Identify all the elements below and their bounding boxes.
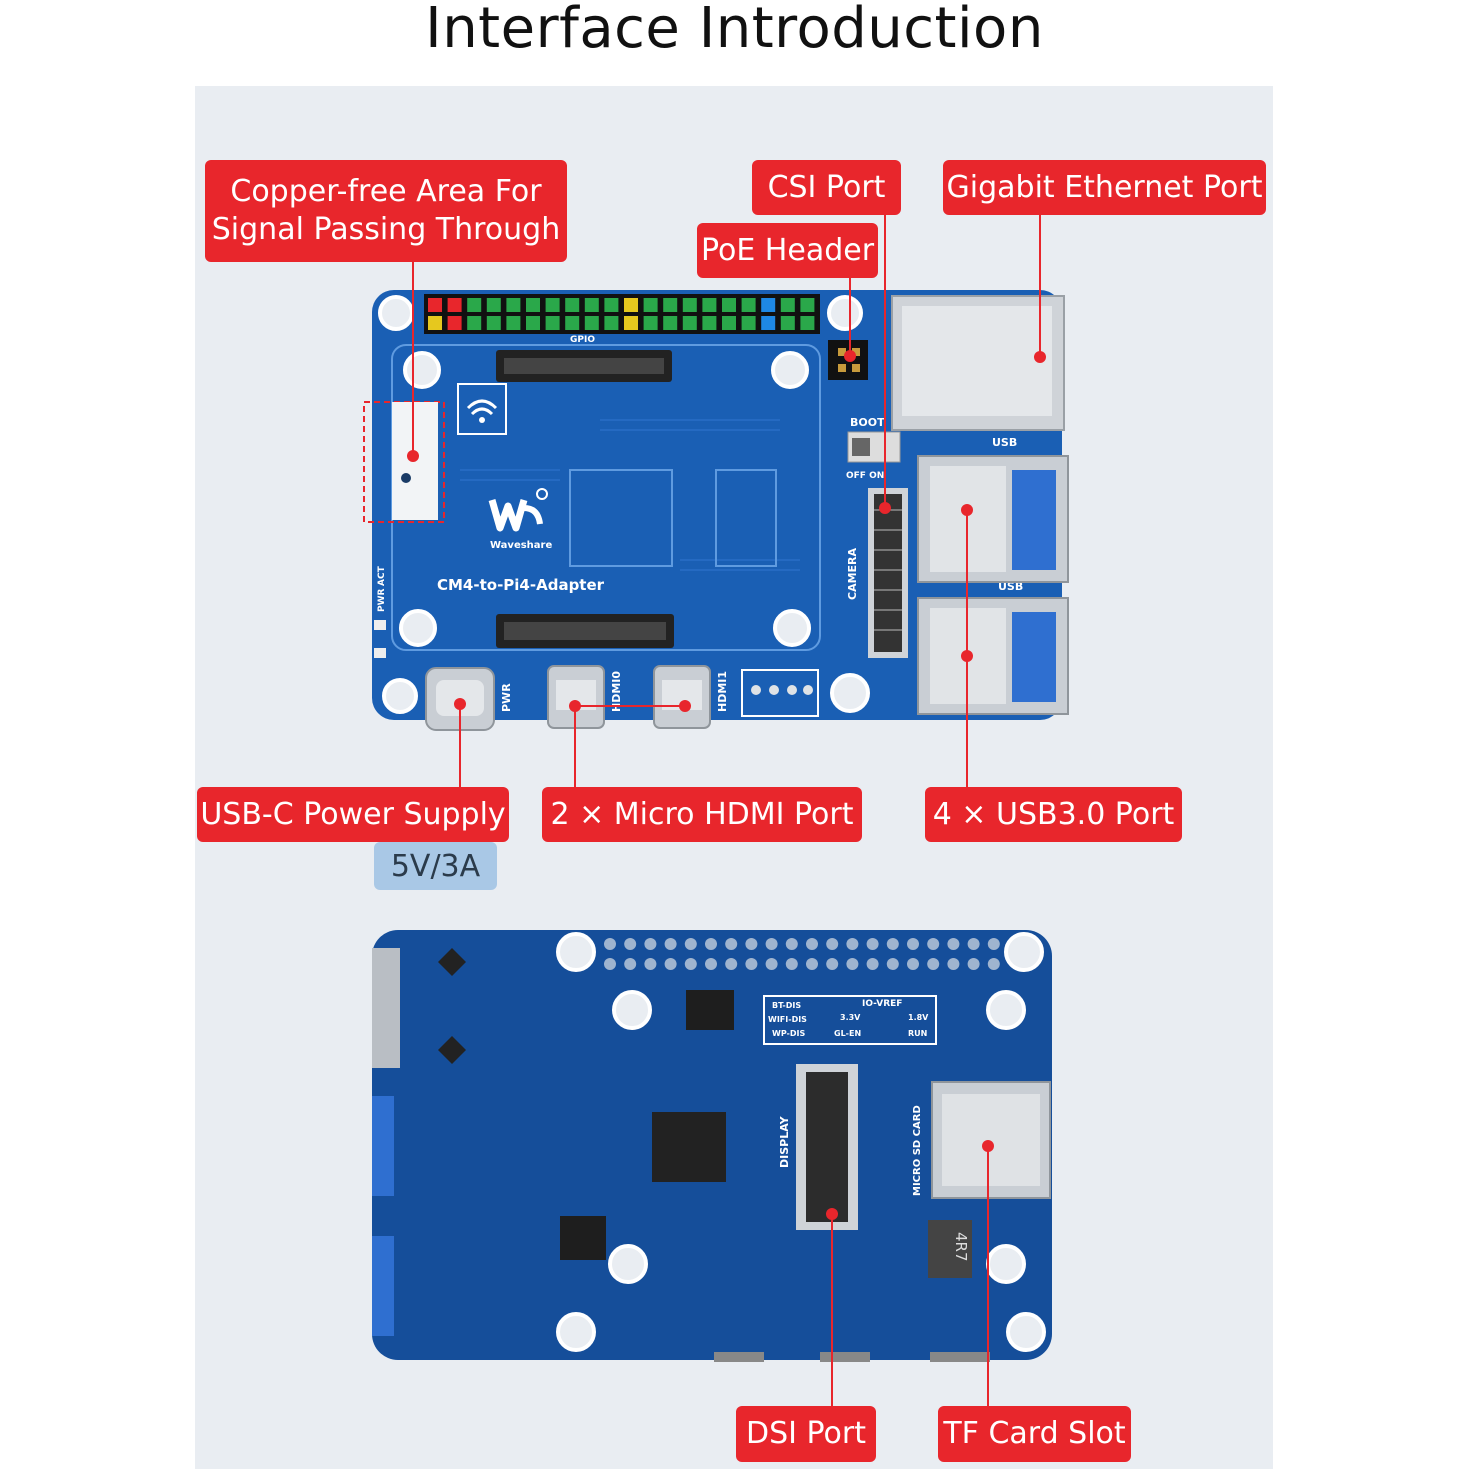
callout-gigabit-ethernet: Gigabit Ethernet Port bbox=[943, 160, 1266, 215]
inductor-label: 4R7 bbox=[952, 1232, 970, 1262]
leader-lines bbox=[407, 215, 1046, 1406]
fan-header bbox=[741, 669, 819, 717]
power-rating-badge: 5V/3A bbox=[374, 842, 497, 890]
gpio-header bbox=[424, 294, 820, 334]
callout-csi-port: CSI Port bbox=[752, 160, 901, 215]
callout-poe-header: PoE Header bbox=[697, 223, 878, 278]
usb3-port-upper bbox=[917, 455, 1069, 583]
callout-copper-free-line1: Copper-free Area For bbox=[230, 174, 542, 209]
pwr-label: PWR bbox=[500, 683, 513, 712]
csi-connector bbox=[868, 488, 908, 658]
mounting-hole bbox=[556, 932, 1046, 1352]
callout-tf-card-slot: TF Card Slot bbox=[938, 1406, 1131, 1462]
ethernet-edge bbox=[372, 948, 400, 1068]
callout-usb3: 4 × USB3.0 Port bbox=[925, 787, 1182, 842]
bt-dis-label: BT-DIS bbox=[772, 1001, 801, 1010]
ic-small bbox=[686, 990, 734, 1030]
gpio-pads bbox=[604, 938, 1000, 970]
hdmi0-label: HDMI0 bbox=[610, 671, 623, 712]
pwr-led-label: PWR bbox=[377, 588, 387, 612]
cm4-outline-soc bbox=[569, 469, 673, 567]
callout-copper-free-area: Copper-free Area For Signal Passing Thro… bbox=[205, 160, 567, 262]
v33-label: 3.3V bbox=[840, 1013, 861, 1022]
callout-dsi-port: DSI Port bbox=[736, 1406, 876, 1462]
ethernet-jack bbox=[891, 295, 1065, 431]
micro-hdmi-1 bbox=[653, 665, 711, 729]
micro-sd-label: MICRO SD CARD bbox=[912, 1105, 923, 1196]
usb3-port-lower bbox=[917, 597, 1069, 715]
usb-hub-ic bbox=[652, 1112, 726, 1182]
off-on-label: OFF ON bbox=[846, 471, 884, 481]
tf-card-slot bbox=[931, 1081, 1051, 1199]
waveshare-logo bbox=[488, 488, 548, 532]
wp-dis-label: WP-DIS bbox=[772, 1029, 805, 1038]
brand-label: Waveshare bbox=[490, 540, 552, 551]
io-vref-label: IO-VREF bbox=[862, 999, 902, 1009]
usb-label-top: USB bbox=[992, 436, 1017, 449]
callout-copper-free-line2: Signal Passing Through bbox=[211, 212, 561, 247]
gpio-label: GPIO bbox=[570, 335, 595, 345]
callout-usb-c-power: USB-C Power Supply bbox=[197, 787, 509, 842]
usb-edge-lower bbox=[372, 1236, 394, 1336]
config-jumpers bbox=[763, 995, 937, 1045]
boot-label: BOOT bbox=[850, 416, 885, 429]
usb-edge-upper bbox=[372, 1096, 394, 1196]
run-label: RUN bbox=[908, 1029, 927, 1038]
hdmi1-label: HDMI1 bbox=[716, 671, 729, 712]
camera-label: CAMERA bbox=[846, 547, 859, 600]
cm4-outline-ram bbox=[715, 469, 777, 567]
v18-label: 1.8V bbox=[908, 1013, 929, 1022]
wifi-dis-label: WIFI-DIS bbox=[768, 1015, 807, 1024]
callout-micro-hdmi: 2 × Micro HDMI Port bbox=[542, 787, 862, 842]
model-label: CM4-to-Pi4-Adapter bbox=[437, 576, 605, 594]
usb-label-bottom: USB bbox=[998, 580, 1023, 593]
page-title: Interface Introduction bbox=[425, 0, 1044, 61]
dsi-connector bbox=[796, 1064, 858, 1230]
mounting-hole bbox=[378, 295, 870, 714]
wifi-icon bbox=[457, 383, 507, 435]
inductor bbox=[928, 1220, 972, 1278]
bottom-board: BT-DIS WIFI-DIS WP-DIS IO-VREF 3.3V 1.8V… bbox=[372, 930, 1052, 1362]
regulator-ic bbox=[560, 1216, 606, 1260]
act-led-label: ACT bbox=[377, 565, 387, 586]
display-label: DISPLAY bbox=[778, 1115, 791, 1168]
gl-en-label: GL-EN bbox=[834, 1029, 861, 1038]
